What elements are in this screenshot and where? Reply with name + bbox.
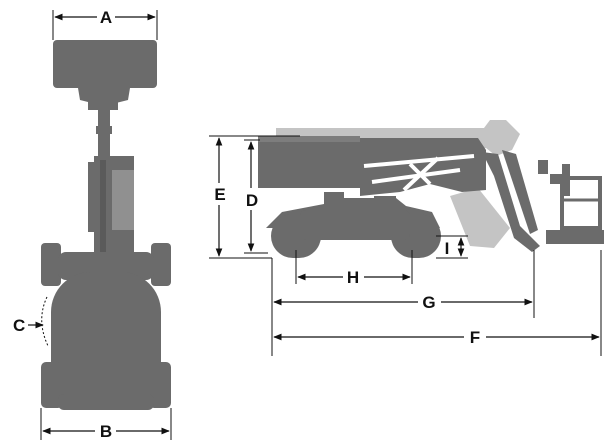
- dimension-i-label: I: [445, 239, 450, 258]
- top-view-wheel-rear-left: [41, 362, 63, 408]
- side-view-boom: [360, 138, 486, 196]
- side-view-turntable: [258, 136, 360, 188]
- dimension-d: D: [244, 139, 268, 254]
- dimension-d-label: D: [246, 191, 258, 210]
- dimension-i: I: [436, 235, 468, 259]
- dimension-g: G: [271, 250, 535, 318]
- dimension-f-label: F: [470, 328, 480, 347]
- dimension-e-label: E: [214, 185, 225, 204]
- dimension-c-label: C: [13, 316, 25, 335]
- top-view-machine: [41, 40, 171, 410]
- top-view-wheel-front-right: [151, 243, 171, 286]
- top-view-platform: [53, 40, 157, 88]
- dimension-c: C: [13, 296, 49, 347]
- dimension-b: B: [40, 408, 172, 441]
- dimension-f: F: [271, 250, 602, 356]
- top-view-turntable: [51, 272, 161, 410]
- side-view-platform: [538, 160, 604, 244]
- dimension-a-label: A: [100, 8, 112, 27]
- top-view-wheel-rear-right: [149, 362, 171, 408]
- dimension-e: E: [209, 135, 300, 259]
- dimension-h: H: [295, 250, 413, 287]
- dimension-b-label: B: [100, 422, 112, 441]
- side-view-machine: [258, 136, 604, 258]
- dimension-h-label: H: [347, 268, 359, 287]
- top-view-wheel-front-left: [41, 243, 61, 286]
- dimension-g-label: G: [422, 293, 435, 312]
- dimension-a: A: [52, 8, 158, 40]
